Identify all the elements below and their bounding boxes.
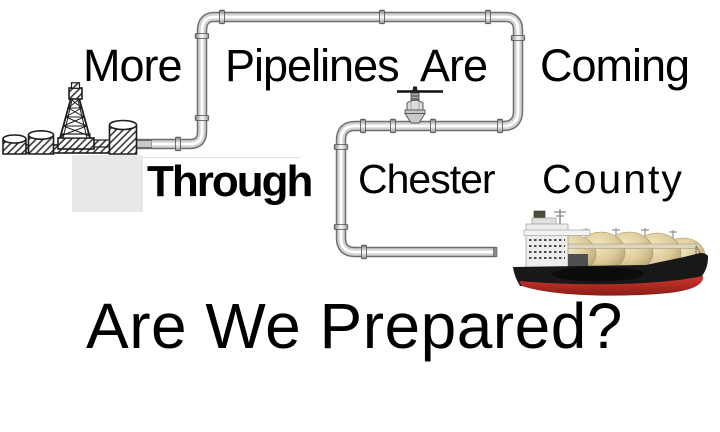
headline-question: Are We Prepared? <box>86 290 623 362</box>
gray-image-swatch <box>72 155 143 212</box>
lng-tanker-illustration <box>513 209 708 296</box>
deck-walkway <box>563 243 697 249</box>
globe-valve <box>397 86 443 124</box>
headline-word-more: More <box>83 40 183 91</box>
headline-word-are: Are <box>420 40 488 91</box>
pipe-open-end <box>493 247 498 258</box>
ship-hull-red <box>519 276 704 296</box>
headline-word-chester: Chester <box>358 156 496 202</box>
headline-word-county: County <box>542 156 684 202</box>
headline-word-pipelines: Pipelines <box>225 40 400 91</box>
valve-icon <box>397 86 443 124</box>
hull-name-redaction-oval <box>552 266 644 282</box>
oil-field-sketch <box>2 82 152 155</box>
ship-superstructure <box>523 209 705 269</box>
lng-ship <box>513 209 708 296</box>
headline-word-coming: Coming <box>540 40 690 91</box>
pipe-couplings <box>175 9 526 260</box>
through-white-box <box>143 157 301 213</box>
oil-derrick-illustration <box>2 82 152 155</box>
headline-word-through: Through <box>147 157 313 206</box>
